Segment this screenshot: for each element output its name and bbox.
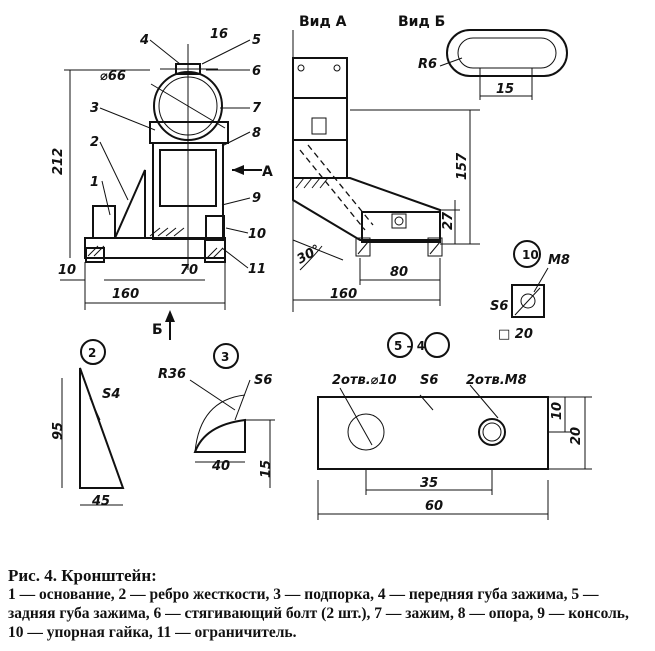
callout-8: 8	[252, 126, 261, 141]
part-2-id: 2	[88, 346, 96, 360]
caption-title: Рис. 4. Кронштейн:	[8, 566, 157, 585]
part-2-rib	[61, 339, 125, 506]
dim-side-27: 27	[441, 211, 456, 230]
dim-nut-square: □ 20	[498, 327, 533, 342]
dim-prop-s: S6	[254, 373, 272, 388]
dim-jaw-20: 20	[569, 427, 584, 445]
dim-main-base: 70	[180, 263, 198, 278]
dim-jaw-35: 35	[420, 476, 438, 491]
caption-body: 1 — основание, 2 — ребро жесткости, 3 — …	[8, 586, 629, 641]
part-10-id: 10	[522, 248, 539, 262]
callout-9: 9	[252, 191, 261, 206]
dim-prop-height: 15	[259, 460, 274, 478]
dim-rib-s: S4	[102, 387, 120, 402]
callout-11: 11	[248, 262, 266, 277]
dim-jaw-holes-left: 2отв.⌀10	[332, 373, 397, 388]
view-a-label: Вид А	[299, 14, 347, 30]
arrow-a-label: А	[262, 164, 273, 180]
dim-nut-thread: M8	[548, 253, 570, 268]
arrow-b-label: Б	[152, 322, 163, 338]
dim-side-80: 80	[390, 265, 408, 280]
front-view	[60, 39, 262, 340]
dim-jaw-s: S6	[420, 373, 438, 388]
dim-prop-radius: R36	[158, 367, 186, 382]
dim-rib-width: 45	[91, 494, 110, 509]
view-b-label: Вид Б	[398, 14, 445, 30]
dim-jaw-10: 10	[550, 402, 565, 420]
callout-3: 3	[90, 101, 99, 116]
dim-slot-width: 15	[496, 82, 514, 97]
callout-5: 5	[252, 33, 261, 48]
dim-clamp-diameter: ⌀66	[100, 69, 126, 84]
dim-nut-s: S6	[490, 299, 508, 314]
dim-main-width: 160	[112, 287, 139, 302]
dim-side-angle: 30°	[295, 242, 324, 267]
dim-slot-radius: R6	[418, 57, 437, 72]
dim-rib-height: 95	[51, 422, 66, 440]
part-5-4-id: 5 – 4	[394, 339, 425, 353]
callout-6: 6	[252, 64, 261, 79]
dim-main-left: 10	[58, 263, 76, 278]
figure-caption: Рис. 4. Кронштейн: 1 — основание, 2 — ре…	[8, 566, 648, 642]
dim-side-width: 160	[330, 287, 357, 302]
bracket-technical-drawing: Вид А Вид Б А Б 1 2 3 4 5 6 7 8 9 10 11 …	[51, 14, 592, 520]
dim-lip-width: 16	[210, 27, 228, 42]
part-10-nut	[511, 240, 549, 318]
part-3-prop	[189, 343, 275, 488]
dim-prop-width: 40	[211, 459, 230, 474]
dim-jaw-holes-right: 2отв.М8	[466, 373, 527, 388]
callout-7: 7	[252, 101, 262, 116]
callout-4: 4	[139, 33, 149, 48]
dim-jaw-60: 60	[425, 499, 443, 514]
part-3-id: 3	[221, 350, 229, 364]
callout-10: 10	[248, 227, 266, 242]
side-view-a	[292, 30, 480, 312]
part-5-4-jaw	[317, 332, 592, 520]
view-b-slot	[439, 29, 568, 100]
dim-side-157: 157	[455, 152, 470, 180]
callout-1: 1	[90, 175, 99, 190]
drawing-labels: Вид А Вид Б А Б 1 2 3 4 5 6 7 8 9 10 11 …	[51, 14, 584, 514]
dim-main-height: 212	[51, 148, 66, 175]
callout-2: 2	[90, 135, 99, 150]
